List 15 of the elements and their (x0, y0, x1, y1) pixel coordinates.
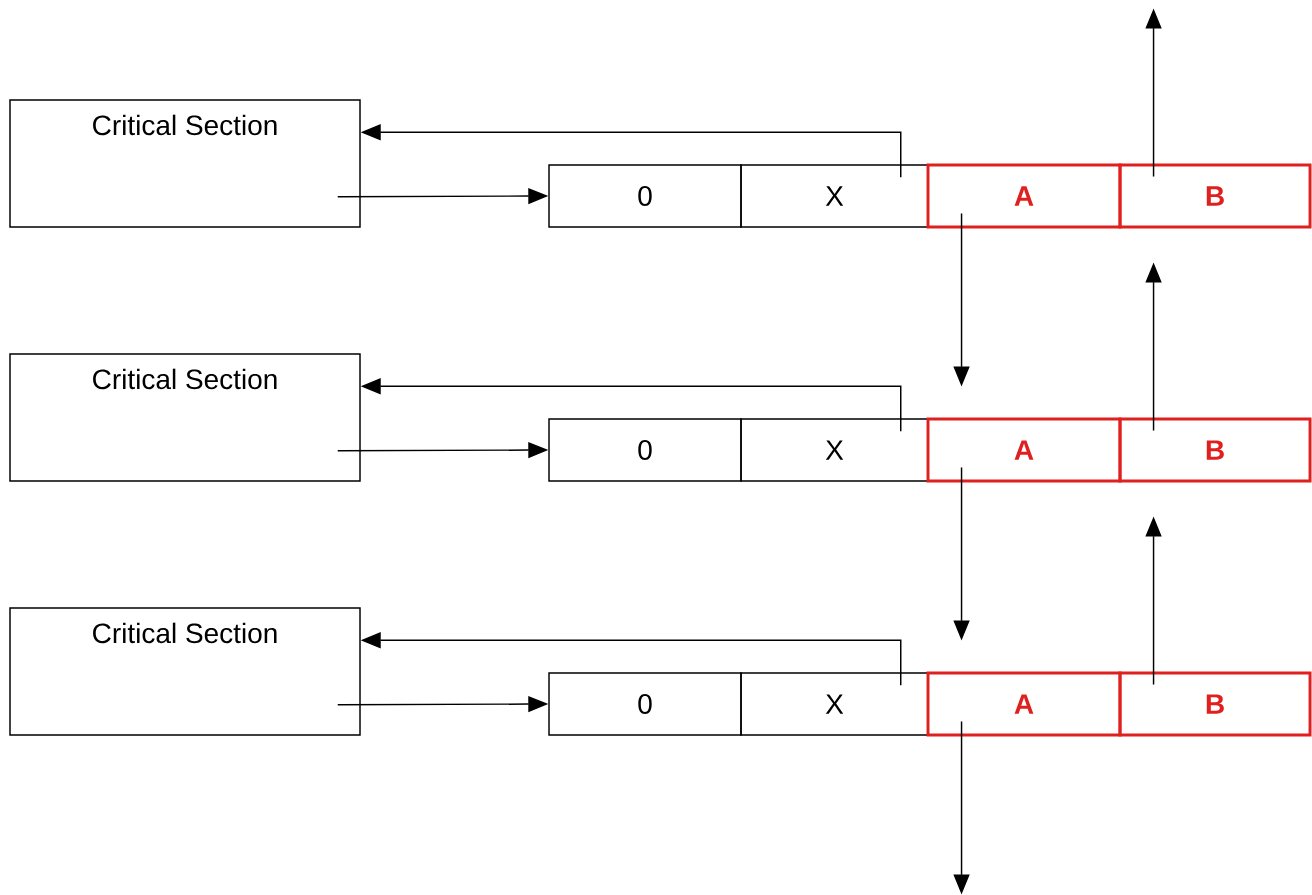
memory-cell: 0 (548, 672, 742, 736)
memory-cell: B (1118, 163, 1312, 229)
process-box: Critical Section (9, 607, 361, 736)
memory-cell: 0 (548, 164, 742, 228)
process-box: Critical Section (9, 99, 361, 228)
memory-cell: 0 (548, 418, 742, 482)
memory-cell: X (740, 672, 929, 736)
process-box: Critical Section (9, 353, 361, 482)
memory-cell: A (926, 671, 1122, 737)
memory-cell: B (1118, 417, 1312, 483)
memory-cell: X (740, 164, 929, 228)
memory-cell: A (926, 417, 1122, 483)
memory-cell: B (1118, 671, 1312, 737)
memory-cell: X (740, 418, 929, 482)
memory-cell: A (926, 163, 1122, 229)
